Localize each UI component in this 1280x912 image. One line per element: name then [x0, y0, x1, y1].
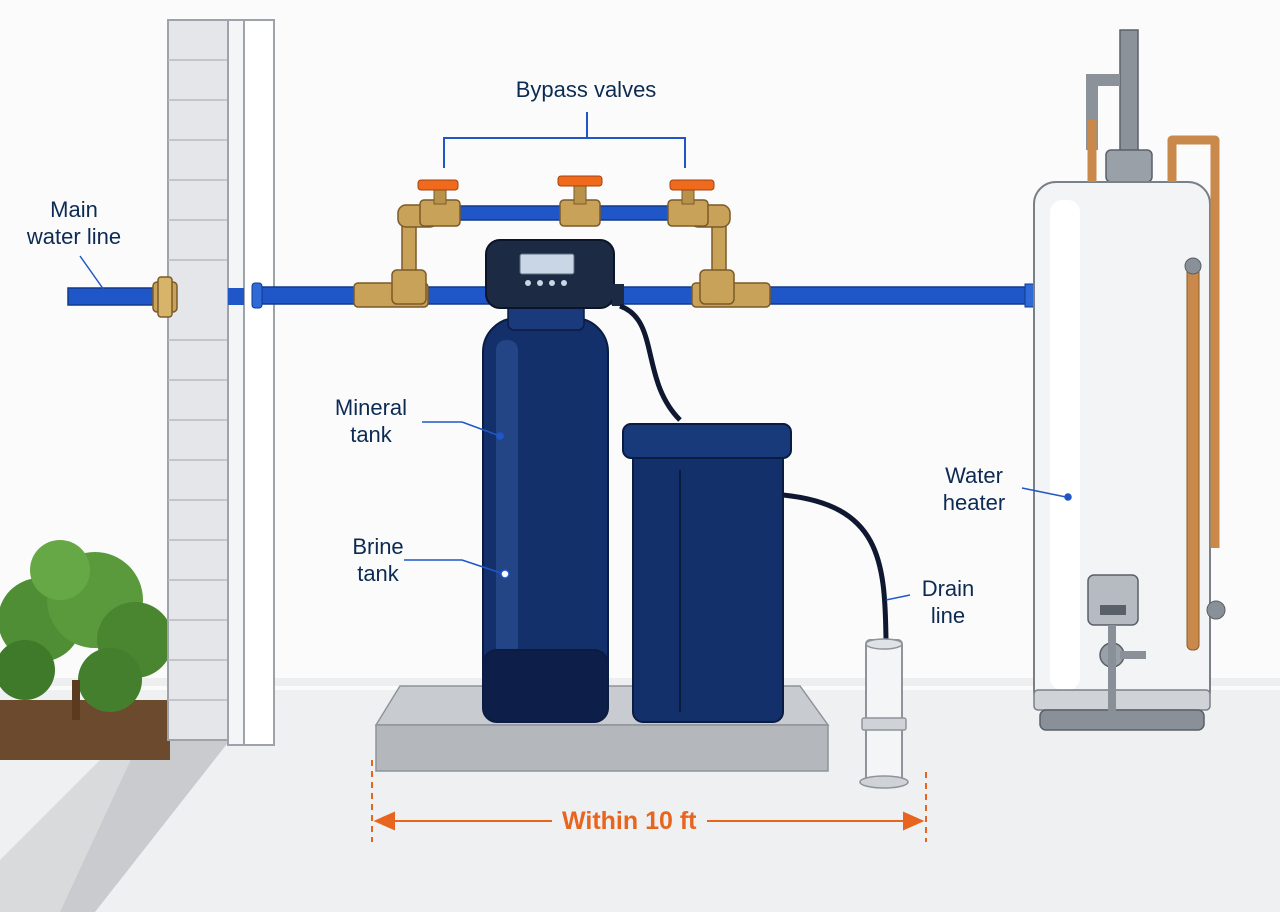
valve-handle-icon	[669, 179, 715, 191]
shrub-icon	[0, 540, 173, 720]
leader-lines	[79, 255, 1072, 601]
brine-tank	[622, 423, 792, 723]
valve-handle-icon	[557, 175, 603, 187]
label-distance: Within 10 ft	[552, 806, 707, 836]
label-water-heater: Water heater	[942, 463, 1006, 515]
brine-hose	[619, 303, 682, 422]
soil	[0, 700, 170, 760]
label-brine-tank: Brine tank	[352, 534, 404, 586]
drain-standpipe	[859, 638, 909, 789]
water-heater	[1033, 29, 1226, 731]
label-drain-line: Drain line	[921, 576, 975, 628]
control-head-icon	[485, 239, 624, 309]
bypass-bracket	[443, 112, 686, 168]
bypass-valve	[557, 175, 603, 227]
pipe-coupling	[152, 276, 178, 318]
drain-hose	[782, 492, 889, 641]
label-mineral-tank: Mineral tank	[334, 395, 408, 447]
mineral-tank	[482, 299, 609, 723]
brick-pillar	[167, 19, 229, 741]
floor	[0, 690, 1280, 912]
door-frame	[243, 19, 275, 746]
label-bypass-valves: Bypass valves	[515, 77, 657, 102]
valve-handle-icon	[417, 179, 459, 191]
label-main-water-line: Main water line	[26, 197, 122, 249]
bypass-valve	[667, 179, 715, 227]
bypass-valve	[417, 179, 461, 227]
